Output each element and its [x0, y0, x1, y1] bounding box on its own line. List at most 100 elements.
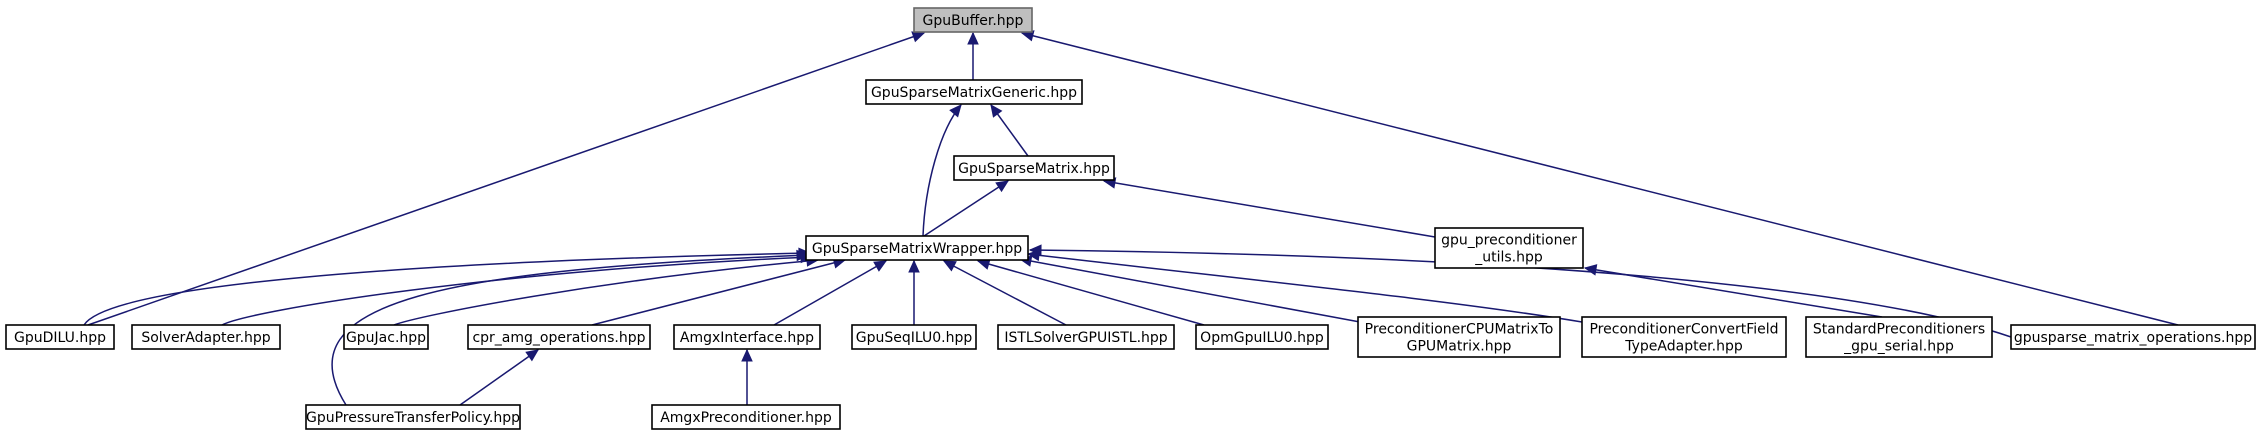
edge-generic-to-wrapper	[922, 104, 962, 237]
node-box[interactable]	[953, 155, 1115, 181]
arrowhead-icon	[995, 180, 1010, 193]
node-box[interactable]	[1581, 316, 1787, 358]
node-label: AmgxPreconditioner.hpp	[660, 410, 832, 426]
edge-sparsematrix-to-precutils	[1102, 177, 1436, 238]
node-box[interactable]	[805, 235, 1029, 261]
node-gpujac[interactable]: GpuJac.hpp	[343, 324, 429, 350]
node-cpramg[interactable]: cpr_amg_operations.hpp	[467, 324, 651, 350]
node-label: gpu_preconditioner	[1441, 233, 1577, 249]
node-istlsolver[interactable]: ISTLSolverGPUISTL.hpp	[997, 324, 1175, 350]
node-label: GPUMatrix.hpp	[1407, 339, 1512, 355]
node-amgxprecond[interactable]: AmgxPreconditioner.hpp	[651, 404, 841, 430]
edges-layer	[83, 30, 2179, 406]
node-sparsematrix[interactable]: GpuSparseMatrix.hpp	[953, 155, 1115, 181]
edge-line	[923, 180, 1009, 237]
node-gpusparseops[interactable]: gpusparse_matrix_operations.hpp	[2010, 324, 2256, 350]
edge-line	[83, 252, 811, 326]
node-label: _utils.hpp	[1474, 250, 1543, 266]
node-box[interactable]	[305, 404, 521, 430]
edge-gpubuffer-to-generic	[967, 31, 979, 80]
node-label: GpuSeqILU0.hpp	[856, 330, 973, 346]
node-label: TypeAdapter.hpp	[1624, 339, 1743, 355]
node-box[interactable]	[651, 404, 841, 430]
arrowhead-icon	[990, 104, 1003, 118]
node-box[interactable]	[1805, 316, 1993, 358]
node-box[interactable]	[1357, 316, 1561, 358]
arrowhead-icon	[949, 104, 962, 118]
edge-line	[221, 256, 813, 326]
node-wrapper[interactable]: GpuSparseMatrixWrapper.hpp	[805, 235, 1029, 261]
node-box[interactable]	[467, 324, 651, 350]
node-box[interactable]	[131, 324, 281, 350]
node-gpubuffer[interactable]: GpuBuffer.hpp	[913, 7, 1033, 33]
edge-line	[1021, 32, 2179, 326]
edge-line	[331, 254, 809, 406]
node-box[interactable]	[851, 324, 977, 350]
edge-gpubuffer-to-gpudilu	[87, 31, 926, 326]
node-label: PreconditionerConvertField	[1589, 322, 1778, 338]
arrowhead-icon	[911, 31, 926, 43]
edge-wrapper-to-pressuretransfer	[331, 249, 810, 406]
node-amgxinterface[interactable]: AmgxInterface.hpp	[673, 324, 821, 350]
node-label: GpuBuffer.hpp	[923, 13, 1024, 29]
edge-wrapper-to-precondcpu	[1018, 255, 1361, 323]
node-gpuseqilu0[interactable]: GpuSeqILU0.hpp	[851, 324, 977, 350]
nodes-layer: GpuBuffer.hppGpuSparseMatrixGeneric.hppG…	[5, 7, 2256, 430]
node-solveradapter[interactable]: SolverAdapter.hpp	[131, 324, 281, 350]
node-label: OpmGpuILU0.hpp	[1200, 330, 1324, 346]
node-generic[interactable]: GpuSparseMatrixGeneric.hpp	[865, 79, 1083, 105]
node-box[interactable]	[865, 79, 1083, 105]
node-label: PreconditionerCPUMatrixTo	[1365, 322, 1554, 338]
node-opmgpuilu0[interactable]: OpmGpuILU0.hpp	[1195, 324, 1329, 350]
node-label: GpuSparseMatrixGeneric.hpp	[871, 85, 1077, 101]
edge-precutils-to-stdprecond	[1583, 264, 1883, 318]
edge-line	[459, 349, 539, 406]
node-box[interactable]	[997, 324, 1175, 350]
arrowhead-icon	[1583, 264, 1598, 276]
node-box[interactable]	[5, 324, 115, 350]
node-pressuretransfer[interactable]: GpuPressureTransferPolicy.hpp	[305, 404, 521, 430]
edge-cpramg-to-pressuretransfer	[459, 349, 539, 406]
node-label: SolverAdapter.hpp	[141, 330, 270, 346]
node-label: AmgxInterface.hpp	[680, 330, 814, 346]
edge-generic-to-sparsematrix	[990, 104, 1029, 157]
node-box[interactable]	[1195, 324, 1329, 350]
node-gpudilu[interactable]: GpuDILU.hpp	[5, 324, 115, 350]
arrowhead-icon	[525, 349, 539, 362]
node-box[interactable]	[913, 7, 1033, 33]
node-label: GpuJac.hpp	[346, 330, 426, 346]
edge-line	[943, 260, 1067, 326]
edge-wrapper-to-gpuseqilu0	[908, 259, 920, 325]
node-precutils[interactable]: gpu_preconditioner_utils.hpp	[1434, 227, 1584, 269]
arrowhead-icon	[1028, 244, 1042, 256]
arrowhead-icon	[796, 249, 810, 262]
edge-amgxinterface-to-amgxprecond	[741, 348, 753, 405]
arrowhead-icon	[873, 260, 888, 272]
edge-line	[591, 259, 846, 326]
node-label: gpusparse_matrix_operations.hpp	[2014, 330, 2252, 346]
arrowhead-icon	[908, 259, 920, 273]
edge-line	[1019, 258, 1361, 323]
node-box[interactable]	[1434, 227, 1584, 269]
node-stdprecond[interactable]: StandardPreconditioners_gpu_serial.hpp	[1805, 316, 1993, 358]
node-box[interactable]	[343, 324, 429, 350]
edge-wrapper-to-istlsolver	[942, 260, 1067, 326]
edge-line	[977, 260, 1205, 326]
node-precondconvert[interactable]: PreconditionerConvertFieldTypeAdapter.hp…	[1581, 316, 1787, 358]
node-box[interactable]	[673, 324, 821, 350]
arrowhead-icon	[967, 31, 979, 45]
edge-line	[1103, 180, 1436, 238]
node-label: GpuPressureTransferPolicy.hpp	[306, 410, 520, 426]
node-label: GpuSparseMatrix.hpp	[958, 161, 1110, 177]
edge-gpubuffer-to-gpusparseops	[1020, 30, 2179, 326]
edge-line	[87, 32, 925, 326]
arrowhead-icon	[942, 260, 957, 272]
edge-line	[1027, 253, 1583, 323]
node-box[interactable]	[2010, 324, 2256, 350]
edge-line	[922, 104, 962, 237]
node-label: _gpu_serial.hpp	[1843, 339, 1954, 355]
node-label: ISTLSolverGPUISTL.hpp	[1004, 330, 1167, 346]
node-label: StandardPreconditioners	[1813, 322, 1985, 338]
